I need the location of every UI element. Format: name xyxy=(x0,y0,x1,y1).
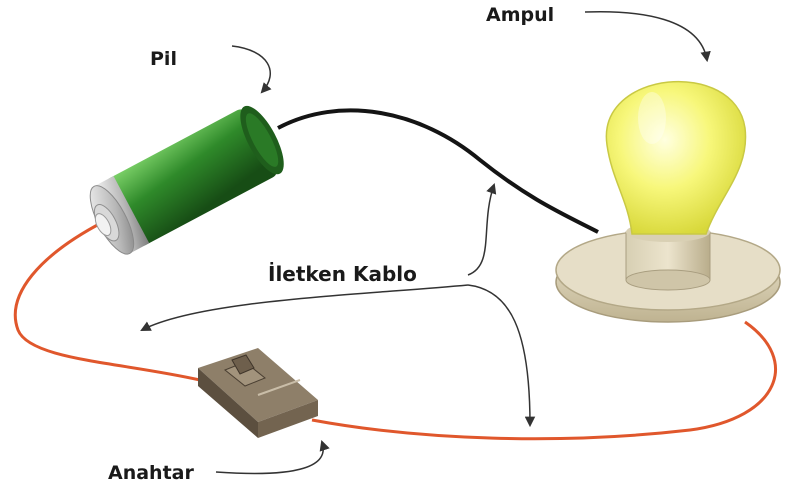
callout-arrow-ampul xyxy=(584,10,711,63)
callout-arrow-kablo-left xyxy=(140,284,469,331)
callout-arrow-pil xyxy=(231,45,272,94)
wire-battery-to-switch xyxy=(13,220,201,382)
battery-icon xyxy=(89,105,284,255)
label-bulb: Ampul xyxy=(486,4,555,26)
label-switch: Anahtar xyxy=(108,462,194,484)
wire-switch-to-bulb xyxy=(311,320,777,441)
callout-arrow-anahtar xyxy=(215,440,330,475)
switch-icon xyxy=(198,348,318,438)
wire-battery-to-bulb xyxy=(277,108,599,234)
callout-arrow-kablo-up xyxy=(467,183,497,276)
label-battery: Pil xyxy=(150,48,177,70)
label-wire: İletken Kablo xyxy=(268,262,417,286)
bulb-icon xyxy=(555,80,781,323)
callout-arrow-kablo-down xyxy=(467,284,536,428)
